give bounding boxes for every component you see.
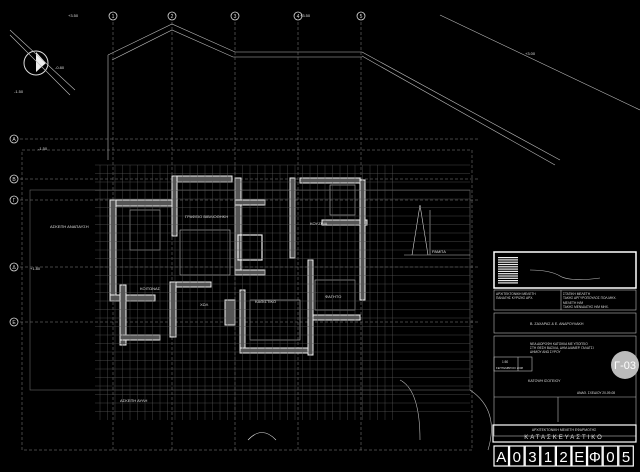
owners: Β. ΖΑΧΑΡΑΣ & Ε. ΑΝΔΡΟΥΛΑΚΗ bbox=[530, 322, 584, 326]
phase: ΚΑΤΑΣΚΕΥΑΣΤΙΚΟ bbox=[524, 435, 604, 441]
grid-bubble: 4 bbox=[293, 11, 303, 21]
grid-bubble: Ε bbox=[9, 317, 19, 327]
room-label: ΑΣΚΕΠΗ ΑΝΑΠΑΥΣΗ bbox=[50, 224, 89, 229]
building-walls bbox=[109, 175, 368, 356]
level-label: +3.50 bbox=[300, 13, 311, 18]
phase-label: ΑΡΧΙΤΕΚΤΟΝΙΚΗ ΜΕΛΕΤΗ ΕΦΑΡΜΟΓΗΣ bbox=[532, 428, 596, 432]
project-line: ΣΤΗ ΘΕΣΗ ΒΑΣΙΛΑ, ΔΗΜ.ΔΙΑΜΕΡ. ΓΑΛΑΤΣΙ bbox=[530, 346, 594, 350]
grid-label: 2 bbox=[171, 14, 174, 20]
code-char: Α bbox=[496, 449, 506, 466]
level-label: -1.50 bbox=[38, 146, 48, 151]
project-line: ΔΗΜΟΥ ΑΝΩ ΣΥΡΟΥ bbox=[530, 350, 562, 354]
level-label: -0.80 bbox=[55, 65, 65, 70]
sheet-badge: Γ-03 bbox=[611, 351, 639, 379]
code-char: 0 bbox=[513, 449, 521, 466]
logo-icon bbox=[497, 256, 519, 284]
room-label: ΚΟΙΤΩΝΑΣ bbox=[140, 286, 161, 291]
grid-bubble: 3 bbox=[230, 11, 240, 21]
level-marker: +3.50 -0.80 -1.50 +3.50 +3.00 -1.50 +1.8… bbox=[14, 13, 536, 271]
arch-study-label: ΑΡΧΙΤΕΚΤΟΝΙΚΗ ΜΕΛΕΤΗ bbox=[496, 292, 536, 296]
grid-bubble: Β bbox=[9, 174, 19, 184]
grid-label: Γ bbox=[13, 198, 16, 204]
room-label: ΑΣΚΕΠΗ ΑΥΛΗ bbox=[120, 398, 148, 403]
title-block: ΑΡΧΙΤΕΚΤΟΝΙΚΗ ΜΕΛΕΤΗ ΠΑΝΑΓΗΣ ΚΥΡΙΖΗΣ ΑΡΧ… bbox=[492, 251, 639, 467]
code-char: 5 bbox=[622, 449, 630, 466]
code-char: Φ bbox=[589, 449, 601, 466]
grid-label: 3 bbox=[234, 14, 237, 20]
level-label: +3.00 bbox=[525, 51, 536, 56]
room-label: ΚΑΘΙΣΤΙΚΟ bbox=[255, 299, 276, 304]
room-label: ΦΑΓΗΤΟ bbox=[325, 294, 341, 299]
grid-label: Ε bbox=[12, 320, 16, 326]
sheet-number: Γ-03 bbox=[614, 360, 636, 372]
mech-study-name: ΤΑΚΗΣ ΜΕΝΙΔΙΑΤΗΣ Η/Μ ΜΗΧ. bbox=[563, 305, 609, 309]
code-char: 3 bbox=[528, 449, 536, 466]
room-label: ΓΡΑΦΕΙΟ ΒΙΒΛΙΟΘΗΚΗ bbox=[185, 214, 228, 219]
static-study-name: ΤΑΚΗΣ ΑΡΓΥΡΟΠΟΥΛΟΣ ΠΟΛ.ΜΗΧ. bbox=[563, 296, 616, 300]
grid-label: 4 bbox=[297, 14, 300, 20]
grid-bubble: 1 bbox=[108, 11, 118, 21]
level-label: +3.50 bbox=[68, 13, 79, 18]
grid-label: Δ bbox=[12, 265, 16, 271]
room-label: ΚΟΥΖΙΝΑ bbox=[310, 221, 328, 226]
level-label: +1.80 bbox=[30, 266, 41, 271]
sheet-title: ΚΑΤΟΨΗ ΙΣΟΓΕΙΟΥ bbox=[528, 379, 561, 383]
grid-bubble: Α bbox=[9, 134, 19, 144]
code-char: Ε bbox=[574, 449, 584, 466]
room-label: ΧΩΛ bbox=[200, 302, 209, 307]
code-char: 0 bbox=[606, 449, 614, 466]
code-char: 2 bbox=[559, 449, 567, 466]
grid-bubble: 5 bbox=[356, 11, 366, 21]
room-label: ΡΑΜΠΑ bbox=[432, 249, 446, 254]
grid-label: Β bbox=[12, 177, 16, 183]
scale: 1:50 bbox=[502, 360, 508, 364]
revision: ΑΝΑΘ. ΣΧΕΔΙΟΥ 20-09-08 bbox=[577, 391, 615, 395]
mech-study-label: ΜΕΛΕΤΗ Η/Μ bbox=[563, 301, 583, 305]
grid-label: 1 bbox=[112, 14, 115, 20]
grid-bubble: Γ bbox=[9, 195, 19, 205]
static-study-label: ΣΤΑΤΙΚΗ ΜΕΛΕΤΗ bbox=[563, 292, 591, 296]
date: ΣΕΠΤΕΜΒΡΙΟΣ 2008 bbox=[496, 366, 523, 370]
grid-bubble: Δ bbox=[9, 262, 19, 272]
grid-label: 5 bbox=[360, 14, 363, 20]
north-arrow-icon bbox=[9, 34, 71, 96]
code-char: 1 bbox=[544, 449, 552, 466]
grid-bubble: 2 bbox=[167, 11, 177, 21]
grid-label: Α bbox=[12, 137, 16, 143]
project-line: ΝΕΑ ΔΙΩΡΟΦΗ ΚΑΤΟΙΚΙΑ ΜΕ ΥΠΟΓΕΙΟ bbox=[530, 342, 588, 346]
level-label: -1.50 bbox=[14, 89, 24, 94]
arch-study-name: ΠΑΝΑΓΗΣ ΚΥΡΙΖΗΣ ΑΡΧ. bbox=[496, 296, 533, 300]
